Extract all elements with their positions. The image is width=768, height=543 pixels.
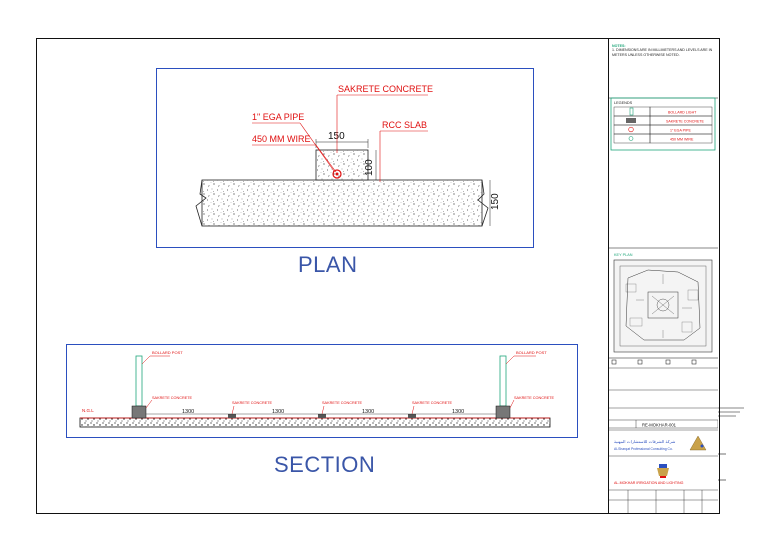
status-checkbox-row [611,359,697,365]
spacing-1: 1300 [182,409,194,415]
legend-row-4: 450 MM WIRE [613,133,713,144]
concrete-block-3 [408,414,416,418]
svg-text:RCC SLAB: RCC SLAB [382,120,427,130]
legend-row-1: BOLLARD LIGHT [613,106,713,117]
svg-text:SAKRETE CONCRETE: SAKRETE CONCRETE [666,120,705,124]
legend-box [610,97,716,151]
pipe-circle-icon [628,126,634,133]
spacing-2: 1300 [272,409,284,415]
concrete-base-right [495,405,511,419]
spacing-3: 1300 [362,409,374,415]
legend-row-3: 1" EGA PIPE [613,124,713,135]
ref-row [608,419,718,429]
company-name-ar: شركة الشرقات للاستشارات المهنية [614,439,676,444]
notes-block: NOTES: 1. DIMENSIONS ARE IN MILLIMETERS … [612,44,714,57]
break-line-left [195,179,207,227]
block-label-5: SAKRETE CONCRETE [509,396,555,409]
callout-concrete: SAKRETE CONCRETE [336,84,433,153]
margin-marks [718,407,744,481]
svg-text:1" EGA PIPE: 1" EGA PIPE [252,112,304,122]
bollard-post-left [135,355,143,407]
notes-text: 1. DIMENSIONS ARE IN MILLIMETERS AND LEV… [612,48,713,57]
block-label-2: SAKRETE CONCRETE [231,401,273,415]
dim-height-text: 100 [364,159,375,176]
svg-text:450 MM WIRE: 450 MM WIRE [670,138,694,142]
callout-slab: RCC SLAB [379,120,428,182]
sakrete-concrete-block [315,149,369,181]
svg-text:1" EGA PIPE: 1" EGA PIPE [670,129,691,133]
legend-row-2: SAKRETE CONCRETE [613,115,713,126]
callout-pipe: 1" EGA PIPE [252,112,335,172]
svg-text:SAKRETE CONCRETE: SAKRETE CONCRETE [322,401,363,405]
legend-heading: LEGENDS [614,101,633,105]
checkbox-3 [665,359,671,365]
company-logo-block: شركة الشرقات للاستشارات المهنية Al-Sharq… [608,429,718,451]
bollard-post-right [499,355,507,407]
concrete-block-icon [626,118,636,123]
rcc-slab [201,179,483,227]
svg-text:SAKRETE CONCRETE: SAKRETE CONCRETE [232,401,273,405]
section-ground-strip [79,417,551,428]
bollard-icon [629,107,634,116]
wire-symbol-icon [628,136,634,141]
plan-viewport-frame [156,68,534,248]
title-block-graphics: LEGENDS BOLLARD LIGHT SAKRETE CONCRETE 1… [608,97,718,514]
plan-drawing: 150 100 150 SAKRETE CONCRETE 1" EGA PIPE… [195,84,501,227]
client-emblem [657,464,669,478]
company-name-en: Al-Sharqat Professional Consulting Co. [614,447,673,451]
section-title: SECTION [274,452,376,477]
pole-left-label: BOLLARD POST [152,350,183,355]
dim-width-text: 150 [328,131,345,142]
checkbox-1 [611,359,617,365]
block-label-4: SAKRETE CONCRETE [411,401,453,415]
break-line-right [477,179,489,227]
wire-symbol [335,172,339,176]
concrete-block-1 [228,414,236,418]
block-label-3: SAKRETE CONCRETE [321,401,363,415]
notes-heading: NOTES: [612,44,626,48]
section-drawing: N.G.L BOLLARD POST BOLLARD POST SAKRETE … [79,350,555,428]
section-viewport-frame [66,344,578,438]
concrete-base-left [131,405,147,419]
svg-text:SAKRETE CONCRETE: SAKRETE CONCRETE [514,396,555,400]
pole-right-label: BOLLARD POST [516,350,547,355]
checkbox-2 [637,359,643,365]
spacing-4: 1300 [452,409,464,415]
key-plan-heading: KEY PLAN [614,253,633,257]
key-plan-map [613,259,713,353]
concrete-block-2 [318,414,326,418]
title-block-column [608,38,718,514]
svg-text:SAKRETE CONCRETE: SAKRETE CONCRETE [338,84,433,94]
svg-text:SAKRETE CONCRETE: SAKRETE CONCRETE [152,396,193,400]
checkbox-4 [691,359,697,365]
bottom-title-line: AL-MOKHAR IRRIGATION AND LIGHTING [614,481,684,485]
svg-text:SAKRETE CONCRETE: SAKRETE CONCRETE [412,401,453,405]
callout-wire: 450 MM WIRE [252,134,337,173]
block-label-1: SAKRETE CONCRETE [145,396,193,409]
ngl-label: N.G.L [82,408,94,413]
plan-title: PLAN [298,252,358,277]
dim-slab-text: 150 [490,193,501,210]
drawing-sheet-border [36,38,720,514]
company-logo-icon [689,435,707,451]
ega-pipe-circle [332,169,342,179]
svg-text:BOLLARD LIGHT: BOLLARD LIGHT [668,111,697,115]
ref-number: RE-MOKHAR-001 [642,423,677,428]
svg-text:450 MM WIRE: 450 MM WIRE [252,134,311,144]
